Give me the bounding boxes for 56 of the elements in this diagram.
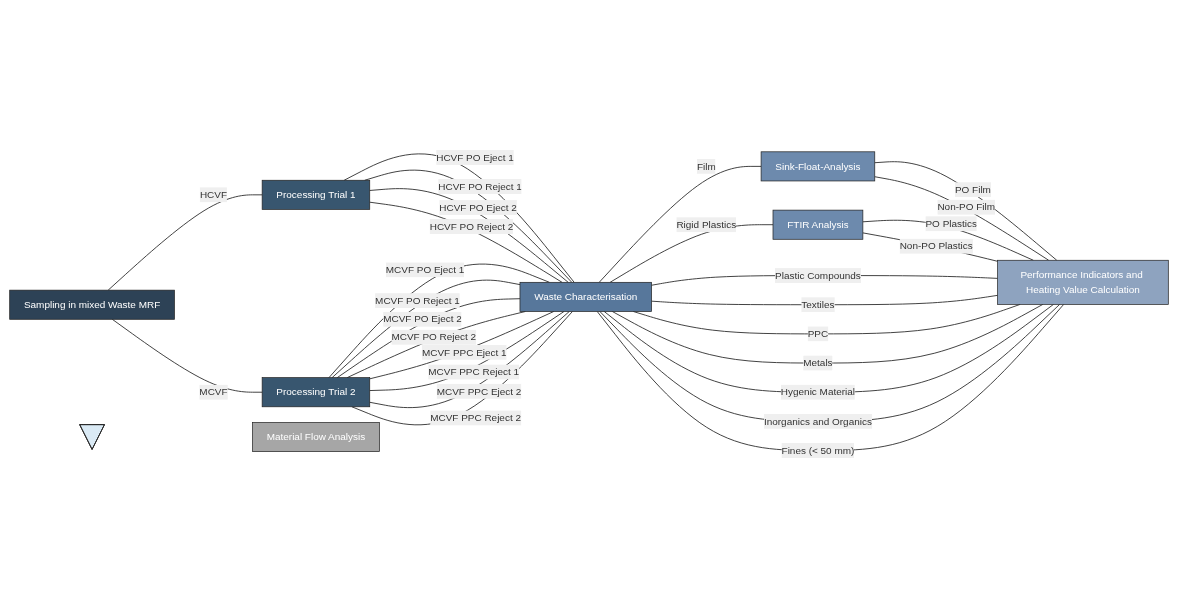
edge-label: HCVF PO Reject 2 (429, 220, 514, 232)
edge-label: MCVF PO Eject 1 (385, 263, 465, 276)
connector (331, 279, 521, 379)
connector (611, 303, 1044, 364)
edge-label: Hygenic Material (780, 386, 856, 398)
edge-label: MCVF PPC Reject 2 (430, 411, 521, 424)
edge-label: MCVF PO Reject 1 (375, 294, 460, 306)
node-box: Performance Indicators and Heating Value Calculation (997, 259, 1169, 305)
edge-label: PO Film (954, 183, 991, 196)
edge-label: Inorganics and Organics (763, 415, 872, 427)
node-box: Waste Characterisation (519, 281, 652, 312)
connector (862, 219, 1034, 261)
edge-label: HCVF PO Eject 1 (436, 151, 514, 163)
connector (874, 176, 1050, 261)
edge-label: Metals (803, 357, 833, 369)
connector (651, 294, 999, 306)
edge-label: HCVF PO Eject 2 (439, 201, 517, 213)
connector (369, 311, 565, 391)
edge-label: Rigid Plastics (676, 218, 737, 231)
node-box: Processing Trial 1 (261, 179, 371, 210)
node-box: FTIR Analysis (772, 209, 864, 240)
connector (603, 303, 1054, 393)
connector (328, 263, 550, 379)
connector (107, 194, 263, 291)
edge-label: PO Plastics (925, 217, 977, 230)
connector (343, 153, 575, 283)
node-box: Sink-Float-Analysis (760, 151, 876, 182)
connector (364, 169, 573, 283)
edge-label: HCVF (199, 188, 228, 201)
edge-label: Textiles (801, 298, 835, 311)
edge-label: MCVF PPC Eject 2 (436, 385, 522, 397)
connector (596, 303, 1065, 451)
connector (862, 232, 999, 262)
edge-label: Plastic Compounds (775, 269, 861, 281)
node-box: Sampling in mixed Waste MRF (9, 289, 175, 320)
edge-label: Film (696, 160, 716, 172)
connector (369, 201, 563, 283)
edge-label: MCVF PPC Reject 1 (428, 366, 519, 378)
edge-label: MCVF PO Eject 2 (383, 313, 462, 325)
edge-label: Fines (< 50 mm) (781, 444, 855, 456)
connector (369, 311, 570, 408)
edge-label: HCVF PO Reject 1 (438, 180, 522, 192)
edge-label: MCVF PPC Eject 1 (421, 346, 507, 358)
edge-label: Non-PO Film (937, 201, 995, 213)
edge-label: Non-PO Plastics (899, 240, 973, 252)
connector (336, 298, 521, 379)
edge-label: MCVF (199, 386, 228, 398)
connector (599, 303, 1061, 422)
connector (111, 318, 263, 393)
connector (369, 188, 569, 283)
node-box: Material Flow Analysis (252, 422, 380, 452)
edge-label: PPC (807, 327, 829, 340)
edge-label: MCVF PO Reject 2 (391, 331, 477, 343)
connector (598, 165, 762, 283)
node-box: Processing Trial 2 (261, 377, 371, 408)
connector (874, 161, 1058, 261)
